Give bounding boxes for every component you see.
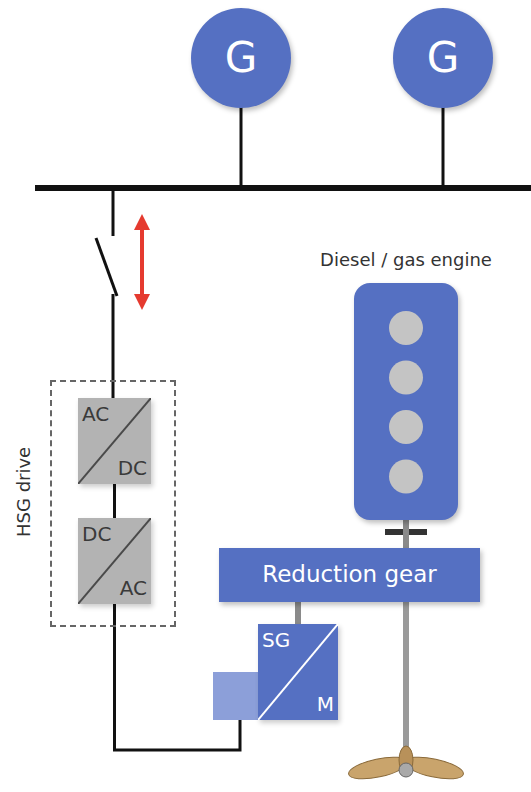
drive-group-box: HSG driveACDCDCAC [50, 380, 176, 627]
propeller-shaft [403, 602, 409, 762]
engine-block [354, 283, 458, 520]
converter-box: DC AC [78, 518, 151, 604]
generator-circle: G [393, 8, 493, 108]
converter-label: DC [82, 523, 111, 545]
generator-label: G [427, 35, 460, 81]
engine-cylinders [354, 283, 458, 520]
converter-body: DC AC [78, 518, 151, 604]
switch-blade [96, 238, 117, 296]
machine-label: SG [262, 629, 290, 651]
generator-feeder [442, 106, 445, 186]
power-flow-arrow [140, 222, 144, 302]
busbar [35, 185, 531, 191]
group-label: HSG drive [14, 447, 34, 537]
generator-feeder [240, 106, 243, 186]
dc-link-wire [113, 484, 116, 518]
gear-band: Reduction gear [219, 548, 480, 602]
engine-node: Diesel / gas engine [306, 250, 506, 520]
generator-circle: G [191, 8, 291, 108]
machine-terminal-box [213, 672, 258, 720]
machine-label: M [317, 693, 334, 715]
converter-label: AC [82, 403, 109, 425]
gear-output-shaft [295, 602, 301, 624]
converter-body: AC DC [78, 398, 151, 484]
generator-motor-box: SG M [213, 624, 338, 720]
converter-label: AC [120, 577, 147, 599]
engine-shaft [403, 520, 409, 548]
converter-box: AC DC [78, 398, 151, 484]
gear-label: Reduction gear [262, 562, 437, 587]
feeder-wire [112, 294, 115, 398]
machine-body: SG M [258, 624, 338, 720]
engine-label: Diesel / gas engine [320, 250, 492, 270]
generator-label: G [225, 35, 258, 81]
converter-label: DC [118, 457, 147, 479]
feeder-wire [112, 190, 115, 236]
propeller [347, 746, 465, 783]
